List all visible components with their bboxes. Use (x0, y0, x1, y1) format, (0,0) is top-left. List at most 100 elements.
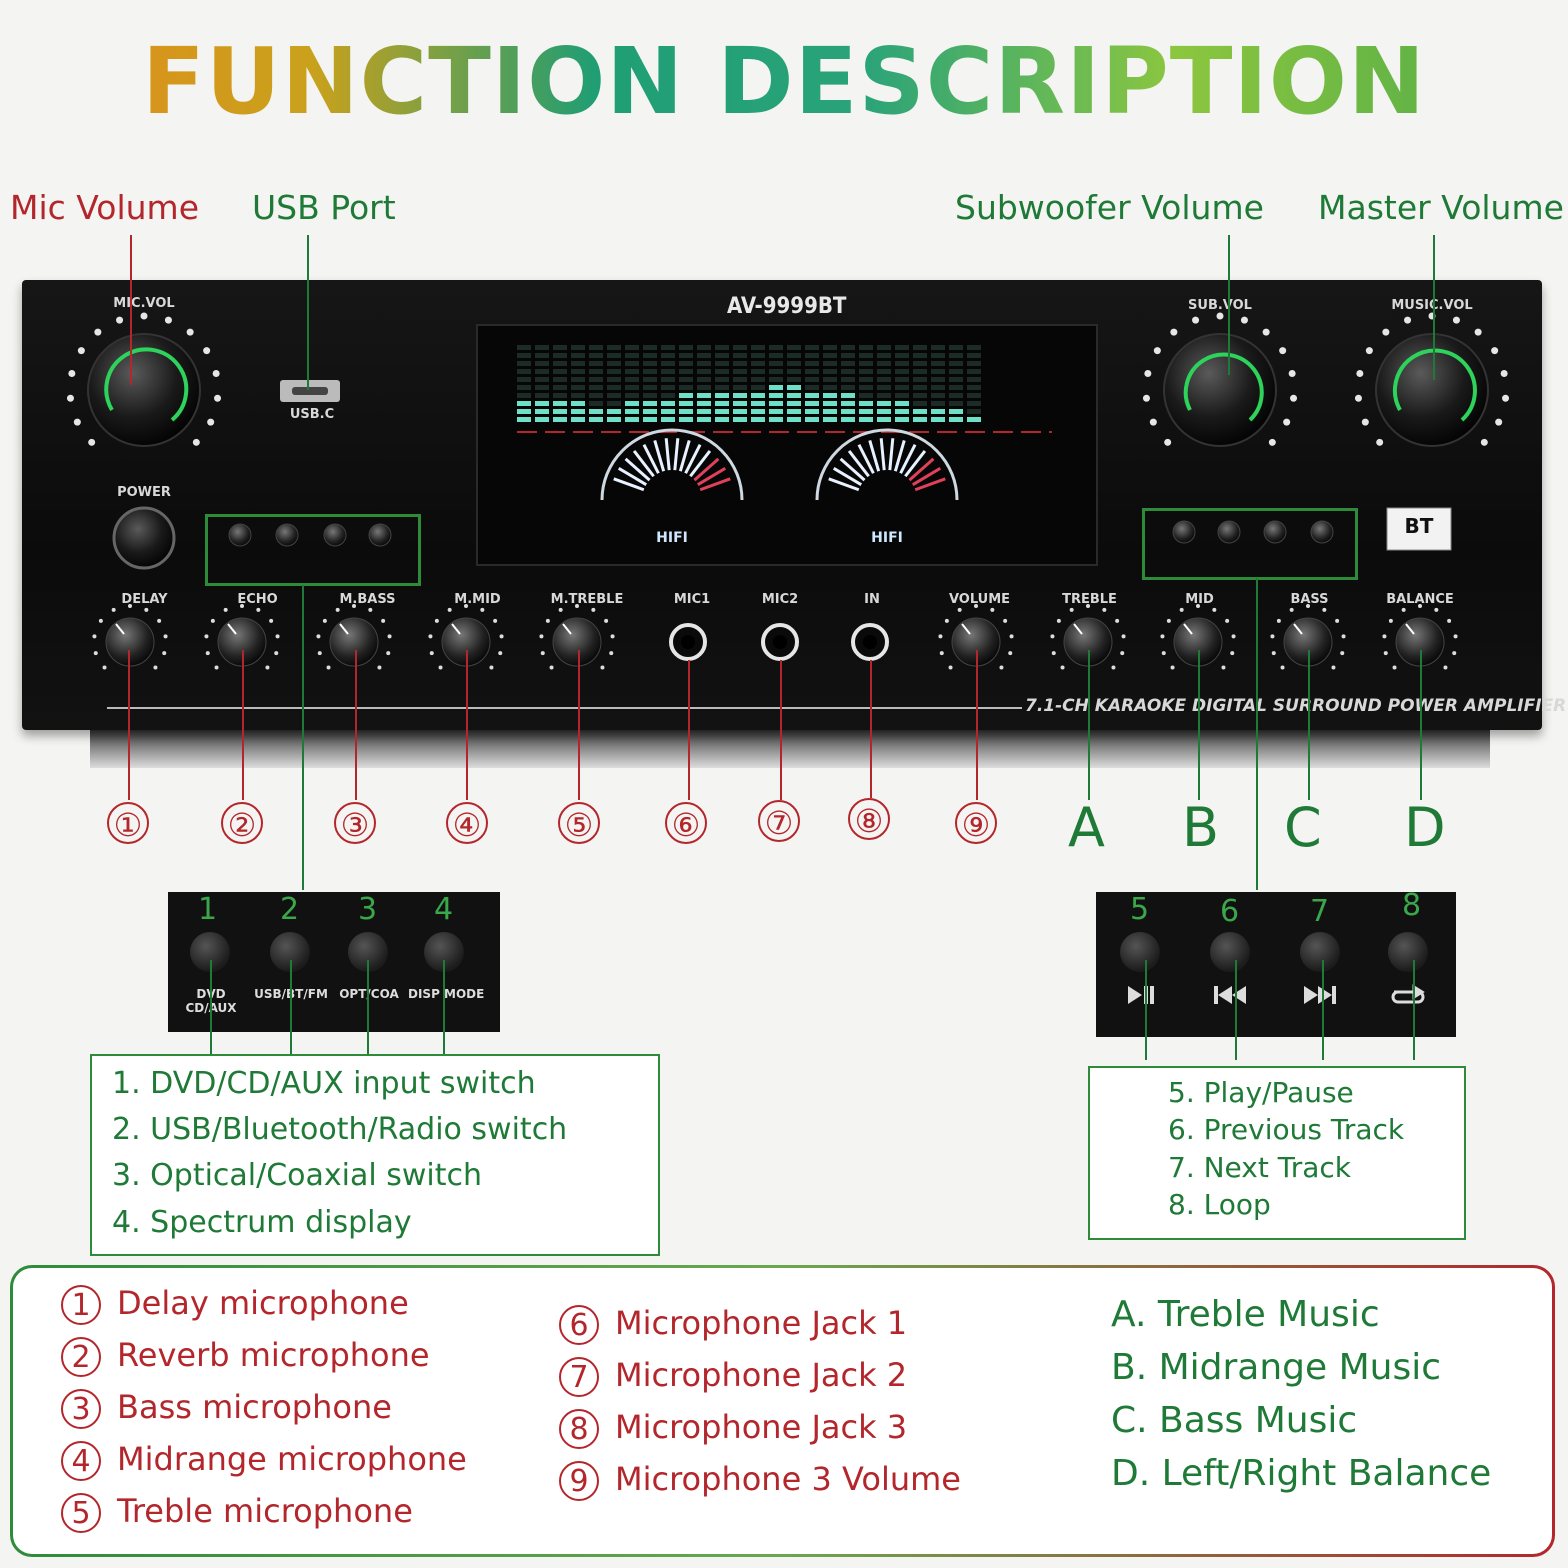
legend-item-a: A. Treble Music (1111, 1294, 1380, 1335)
power-text: POWER (117, 485, 171, 500)
panel-num-3: 3 (358, 892, 378, 927)
desc-pointer-8 (1413, 960, 1415, 1060)
legend-num-4: 4 (61, 1441, 101, 1481)
desc-pointer-3 (367, 960, 369, 1054)
desc-line-3: 3. Optical/Coaxial switch (112, 1158, 483, 1193)
callout-8: ⑧ (848, 798, 890, 840)
desc-pointer-2 (290, 960, 292, 1054)
legend-item-8: 8 Microphone Jack 3 (559, 1408, 907, 1449)
pointer-3 (355, 650, 357, 800)
previous-track-button[interactable] (1210, 932, 1250, 972)
pointer-7 (780, 660, 782, 800)
amplifier-front-panel: AV-9999BT MIC.VOL SUB.VOL MUSIC.VOL POWE… (22, 280, 1566, 730)
desc-pointer-5 (1145, 960, 1147, 1060)
playback-buttons-highlight (1142, 508, 1358, 580)
pointer-b (1198, 650, 1200, 800)
hifi-left-text: HIFI (656, 530, 688, 546)
model-name: AV-9999BT (727, 294, 847, 319)
callout-b: B (1182, 796, 1220, 859)
amplifier-base (90, 728, 1490, 768)
control-label-echo: ECHO (237, 592, 278, 607)
sub-vol-text: SUB.VOL (1188, 298, 1252, 313)
mic-volume-knob (87, 333, 201, 447)
panel-num-7: 7 (1310, 894, 1330, 929)
control-label-volume: VOLUME (948, 592, 1011, 607)
legend-num-1: 1 (61, 1285, 101, 1325)
playback-descriptions: 5. Play/Pause 6. Previous Track 7. Next … (1088, 1066, 1466, 1240)
legend-item-b: B. Midrange Music (1111, 1347, 1442, 1388)
panel-num-5: 5 (1130, 892, 1150, 927)
pointer-4 (466, 650, 468, 800)
subwoofer-pointer (1228, 235, 1230, 375)
desc-pointer-7 (1322, 960, 1324, 1060)
desc-line-7: 7. Next Track (1168, 1151, 1352, 1184)
legend-num-7: 7 (559, 1357, 599, 1397)
next-track-button[interactable] (1300, 932, 1340, 972)
callout-3: ③ (334, 802, 376, 844)
input-buttons-highlight (205, 514, 421, 586)
master-volume-label: Master Volume (1318, 188, 1564, 227)
legend-item-1: 1 Delay microphone (61, 1284, 409, 1325)
mic-volume-pointer (130, 235, 132, 385)
legend-num-5: 5 (61, 1493, 101, 1533)
control-label-balance: BALANCE (1386, 592, 1454, 607)
legend-text-2: Reverb microphone (117, 1336, 430, 1374)
pointer-1 (128, 650, 130, 800)
next-track-icon (1304, 986, 1336, 1004)
callout-6: ⑥ (665, 802, 707, 844)
legend-text-8: Microphone Jack 3 (615, 1408, 908, 1446)
legend-item-7: 7 Microphone Jack 2 (559, 1356, 907, 1397)
callout-d: D (1404, 796, 1446, 859)
legend-item-c: C. Bass Music (1111, 1400, 1358, 1441)
control-label-treble: TREBLE (1062, 592, 1117, 607)
callout-9: ⑨ (955, 802, 997, 844)
amplifier-graphics (66, 312, 1510, 709)
playback-icons (1128, 984, 1425, 1004)
desc-line-1: 1. DVD/CD/AUX input switch (112, 1066, 536, 1101)
usb-c-text: USB.C (289, 407, 335, 422)
pointer-2 (242, 650, 244, 800)
playback-buttons-zoom: 5 6 7 8 (1096, 888, 1456, 1037)
legend-num-3: 3 (61, 1389, 101, 1429)
legend-text-9: Microphone 3 Volume (615, 1460, 961, 1498)
legend-text-1: Delay microphone (117, 1284, 409, 1322)
panel-num-4: 4 (434, 892, 454, 927)
previous-track-icon (1214, 986, 1246, 1004)
subwoofer-volume-label: Subwoofer Volume (955, 188, 1264, 227)
desc-line-4: 4. Spectrum display (112, 1205, 412, 1240)
usb-port-pointer (307, 235, 309, 390)
legend-num-6: 6 (559, 1305, 599, 1345)
loop-icon (1391, 984, 1425, 1004)
desc-line-8: 8. Loop (1168, 1188, 1271, 1221)
callout-2: ② (221, 802, 263, 844)
play-pause-button[interactable] (1120, 932, 1160, 972)
control-label-m-treble: M.TREBLE (550, 592, 624, 607)
panel-num-1: 1 (198, 892, 218, 927)
amplifier-slogan: 7.1-CH KARAOKE DIGITAL SURROUND POWER AM… (1025, 696, 1567, 716)
legend-item-d: D. Left/Right Balance (1111, 1453, 1492, 1494)
legend-text-7: Microphone Jack 2 (615, 1356, 908, 1394)
pointer-c (1308, 650, 1310, 800)
control-label-mid: MID (1185, 592, 1214, 607)
playback-panel-pointer (1256, 578, 1258, 890)
mic-volume-label: Mic Volume (10, 188, 200, 227)
callout-7: ⑦ (758, 800, 800, 842)
panel-num-6: 6 (1220, 894, 1240, 929)
desc-line-5: 5. Play/Pause (1168, 1076, 1354, 1109)
loop-button[interactable] (1388, 932, 1428, 972)
usb-port-label: USB Port (252, 188, 396, 227)
play-pause-icon (1128, 986, 1154, 1004)
panel-num-2: 2 (280, 892, 300, 927)
mic-vol-text: MIC.VOL (113, 296, 175, 311)
input-buttons-zoom: 1 2 3 4 DVD CD/AUX USB/BT/FM OPT/COA DIS… (168, 892, 500, 1032)
hifi-right-text: HIFI (871, 530, 903, 546)
panel-num-8: 8 (1402, 888, 1422, 923)
control-label-delay: DELAY (121, 592, 168, 607)
legend-num-8: 8 (559, 1409, 599, 1449)
